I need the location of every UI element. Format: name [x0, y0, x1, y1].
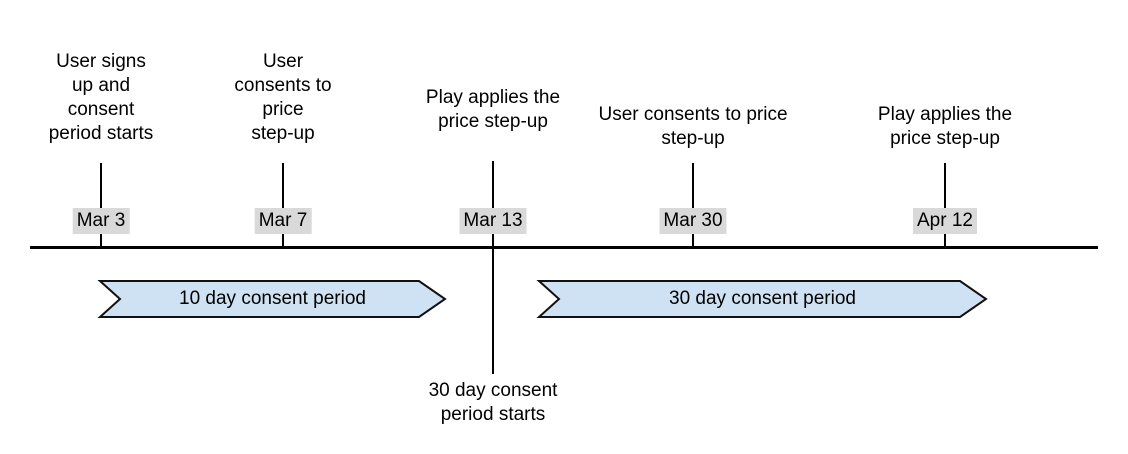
milestone-label-apply-second: Play applies the price step-up — [877, 104, 1013, 149]
period-arrow-10-day-label: 10 day consent period — [179, 288, 366, 309]
milestone-label-consent-second: User consents to price step-up — [598, 104, 788, 149]
timeline-axis-line — [30, 246, 1098, 249]
period-arrow-shape — [536, 280, 988, 318]
milestone-date-badge-consent-first: Mar 7 — [254, 208, 312, 234]
period-arrow-polygon — [97, 280, 447, 318]
period-arrow-30-day-label: 30 day consent period — [669, 288, 856, 309]
period-arrow-polygon — [536, 280, 988, 318]
milestone-tick-signup — [100, 163, 102, 246]
note-30-day-period-starts: 30 day consent period starts — [428, 380, 558, 425]
milestone-tick-consent-second — [692, 163, 694, 246]
period-arrow-shape — [97, 280, 447, 318]
milestone-date-badge-apply-first: Mar 13 — [459, 208, 527, 234]
milestone-label-apply-first: Play applies the price step-up — [425, 87, 561, 132]
milestone-date-badge-signup: Mar 3 — [72, 208, 130, 234]
period-arrow-10-day: 10 day consent period — [97, 280, 447, 318]
milestone-tick-consent-first — [282, 163, 284, 246]
note-connector-line — [492, 249, 494, 374]
milestone-label-consent-first: User consents to price step-up — [234, 51, 332, 144]
milestone-label-signup: User signs up and consent period starts — [48, 51, 154, 144]
milestone-tick-apply-first — [492, 161, 494, 246]
milestone-date-badge-consent-second: Mar 30 — [659, 208, 727, 234]
milestone-date-badge-apply-second: Apr 12 — [913, 208, 977, 234]
milestone-tick-apply-second — [944, 163, 946, 246]
period-arrow-30-day: 30 day consent period — [536, 280, 988, 318]
